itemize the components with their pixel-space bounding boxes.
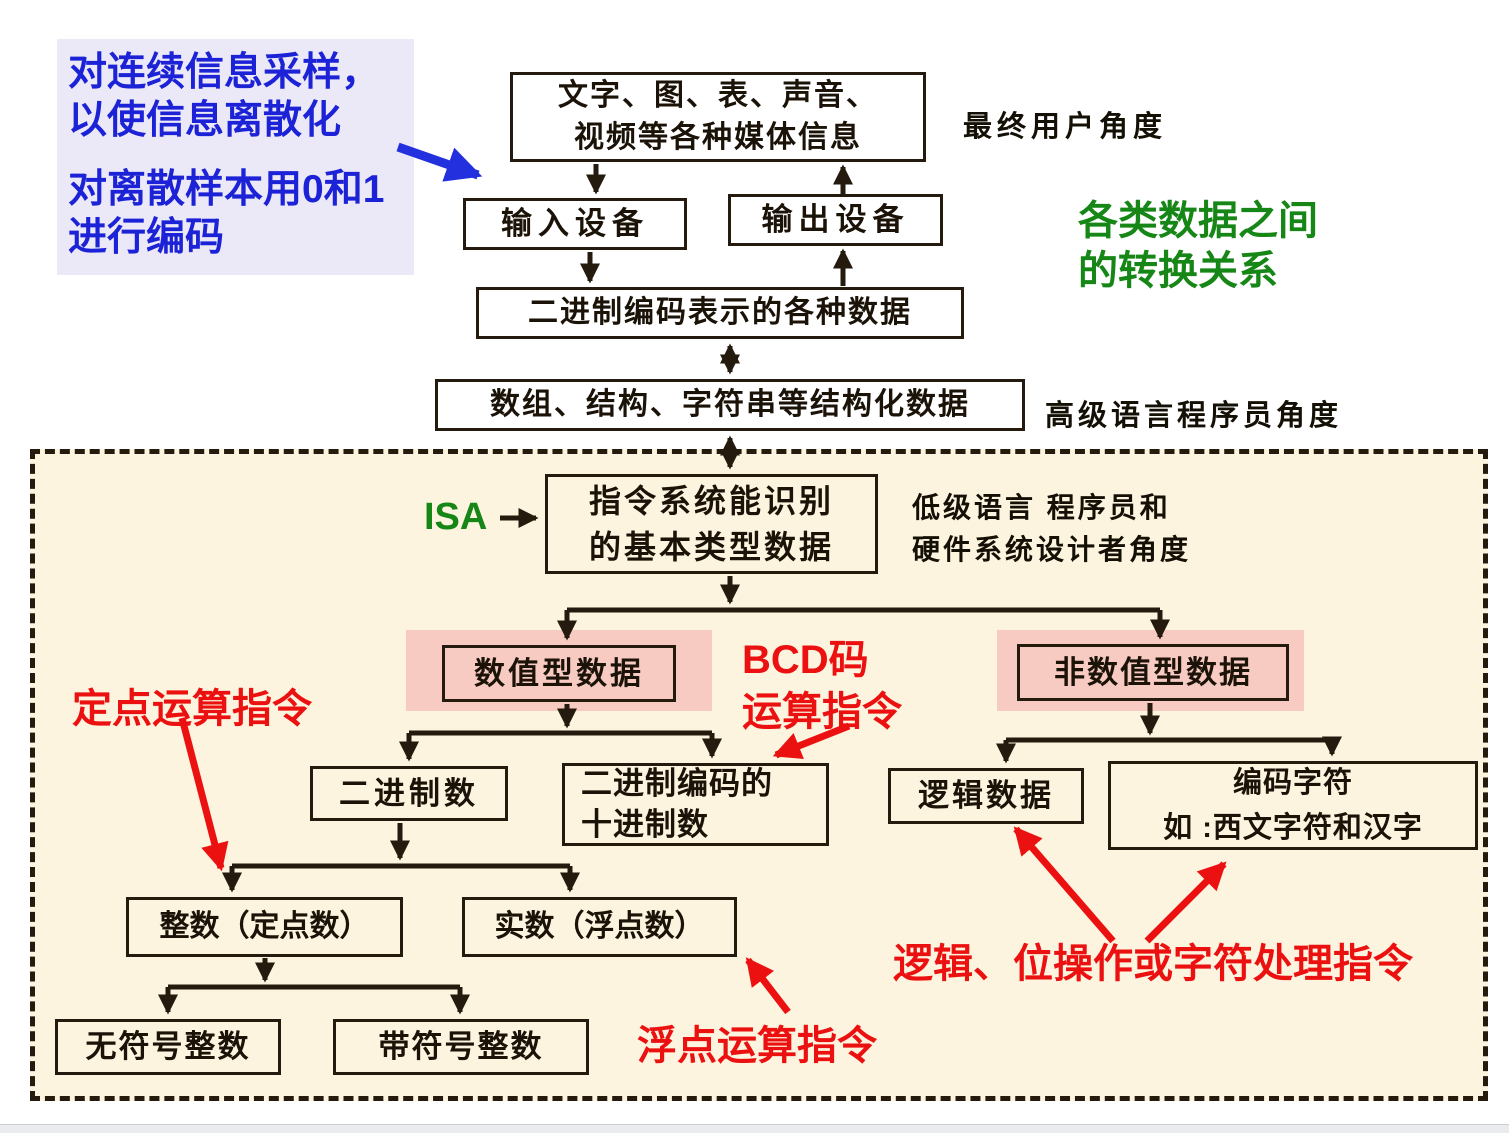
sampling-note-line-1: 对连续信息采样， 以使信息离散化 (68, 51, 381, 142)
node-integer-fixed-point: 整数（定点数） (126, 897, 403, 957)
node-logical-data: 逻辑数据 (888, 768, 1084, 824)
node-numeric-data: 数值型数据 (442, 645, 676, 702)
sampling-note-box: 对连续信息采样， 以使信息离散化 对离散样本用0和1 进行编码 (57, 39, 414, 275)
node-binary-number: 二进制数 (310, 766, 508, 821)
label-hll-programmer-perspective: 高级语言程序员角度 (1045, 400, 1343, 432)
label-conversion-relationship: 各类数据之间 的转换关系 (1078, 199, 1318, 293)
node-output-device: 输出设备 (728, 194, 943, 246)
numeric-highlight (406, 630, 712, 711)
node-real-floating-point: 实数（浮点数） (462, 897, 737, 957)
node-unsigned-integer: 无符号整数 (55, 1019, 281, 1075)
node-structured-data: 数组、结构、字符串等结构化数据 (435, 379, 1025, 431)
node-bcd-number: 二进制编码的 十进制数 (562, 763, 829, 846)
non-numeric-highlight (997, 630, 1304, 711)
node-isa-basic-types: 指令系统能识别 的基本类型数据 (545, 474, 878, 574)
node-binary-coded-data: 二进制编码表示的各种数据 (476, 287, 964, 339)
annotation-fixed-point-instructions: 定点运算指令 (72, 687, 312, 731)
node-input-device: 输入设备 (463, 198, 687, 250)
node-media-info: 文字、图、表、声音、 视频等各种媒体信息 (510, 72, 926, 162)
node-signed-integer: 带符号整数 (333, 1019, 589, 1075)
annotation-floating-point-instructions: 浮点运算指令 (637, 1024, 877, 1068)
label-isa: ISA (424, 496, 488, 538)
annotation-bcd-instructions: BCD码 运算指令 (742, 638, 902, 734)
annotation-logic-bit-char-instructions: 逻辑、位操作或字符处理指令 (893, 942, 1413, 986)
node-coded-characters: 编码字符 如 :西文字符和汉字 (1108, 761, 1478, 850)
label-lll-programmer-perspective: 低级语言 程序员和 硬件系统设计者角度 (912, 492, 1192, 565)
sampling-note-line-2: 对离散样本用0和1 进行编码 (68, 168, 385, 259)
node-non-numeric-data: 非数值型数据 (1017, 644, 1289, 701)
label-end-user-perspective: 最终用户角度 (963, 111, 1168, 143)
window-bottom-edge (0, 1124, 1509, 1133)
